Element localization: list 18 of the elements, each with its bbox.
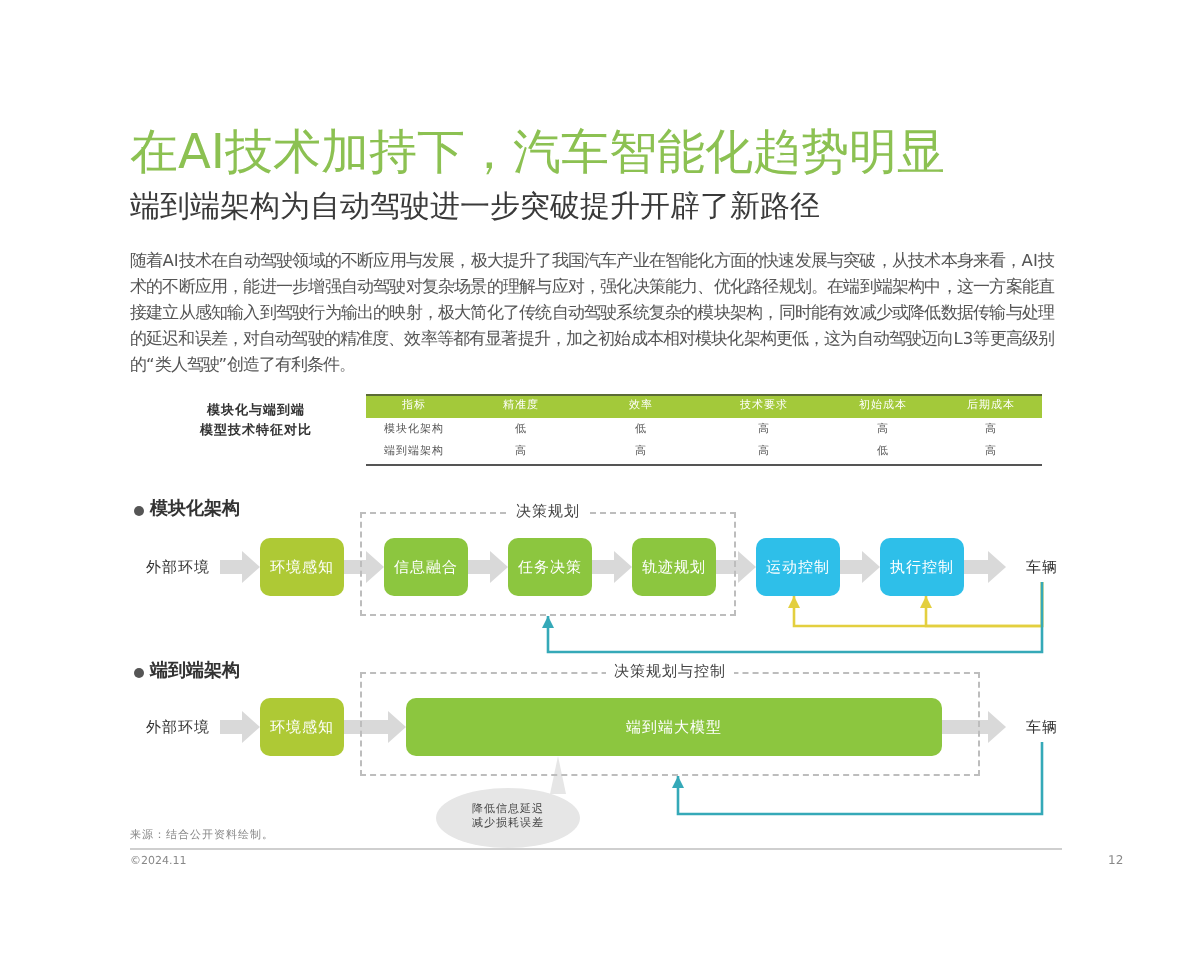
flow-arrow	[716, 551, 756, 583]
flow-arrow	[468, 551, 508, 583]
body-text: 随着AI技术在自动驾驶领域的不断应用与发展，极大提升了我国汽车产业在智能化方面的快速发展与突破，从技术本身来看，AI技术的不断应用，能进一步增强自动驾驶对复杂场景的理解与应对，强化决策能力、优化路径规划。在端到端架构中，这一方案能直接建立从感知输入到驾驶行为输出的映射，极大简化了传统自动驾驶系统复杂的模块架构，同时能有效减少或降低数据传输与处理的延迟和误差，对自动驾驶的精准度、效率等都有显著提升，加之初始成本相对模块化架构更低，这为自动驾驶迈向L3等更高级别的“类人驾驶”创造了有利条件。	[130, 248, 1054, 378]
flow-arrow	[220, 711, 260, 743]
flow-arrow	[344, 711, 406, 743]
page-title: 在AI技术加持下，汽车智能化趋势明显	[130, 122, 945, 182]
flow-arrow	[592, 551, 632, 583]
feedback-arrow	[672, 742, 1044, 816]
feedback-arrow	[542, 582, 1044, 654]
section-heading: 端到端架构	[150, 660, 240, 686]
flow-arrow	[220, 551, 260, 583]
flow-arrow	[964, 551, 1006, 583]
flow-arrow	[942, 711, 1006, 743]
callout-tail	[550, 756, 566, 794]
section-heading: 模块化架构	[150, 498, 240, 524]
subtitle: 端到端架构为自动驾驶进一步突破提升开辟了新路径	[130, 188, 820, 226]
flow-arrow	[840, 551, 880, 583]
flow-arrow	[344, 551, 384, 583]
